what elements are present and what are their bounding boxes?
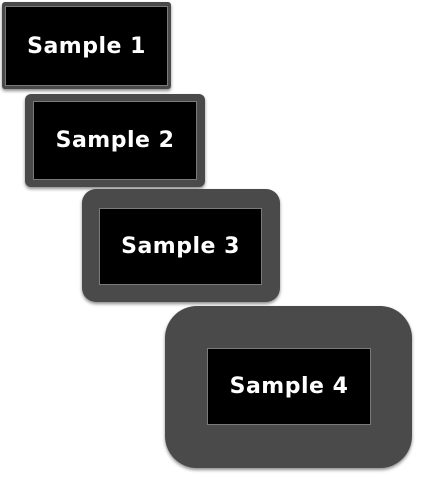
sample-4-frame: Sample 4	[165, 306, 412, 468]
sample-3-panel: Sample 3	[99, 208, 262, 285]
sample-3-label: Sample 3	[121, 234, 240, 259]
sample-1-panel: Sample 1	[5, 6, 168, 86]
sample-4-label: Sample 4	[229, 374, 349, 399]
sample-1-frame: Sample 1	[2, 2, 171, 89]
sample-4-panel: Sample 4	[207, 348, 371, 425]
sample-2-label: Sample 2	[55, 128, 175, 153]
sample-2-frame: Sample 2	[25, 94, 205, 187]
sample-1-label: Sample 1	[27, 33, 146, 59]
sample-2-panel: Sample 2	[33, 101, 197, 180]
sample-3-frame: Sample 3	[82, 189, 280, 302]
